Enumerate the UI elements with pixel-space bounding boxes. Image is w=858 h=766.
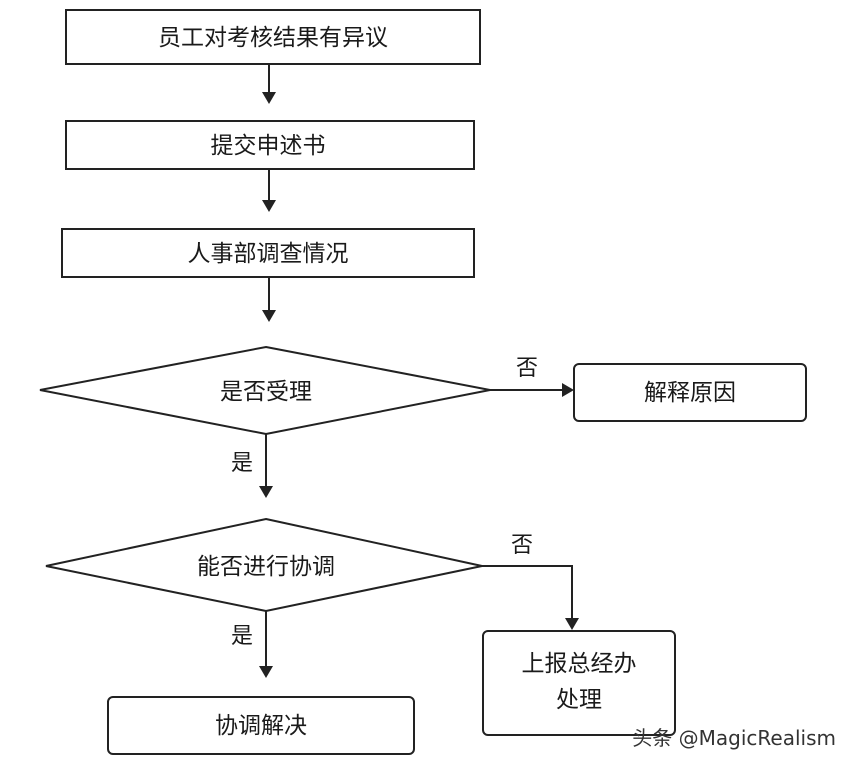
arrowhead	[259, 486, 273, 498]
report-label-line2: 处理	[556, 687, 602, 713]
explain-label: 解释原因	[644, 380, 736, 406]
report-box	[482, 630, 676, 736]
investigate-box	[61, 228, 475, 278]
report-label-line1: 上报总经办	[522, 651, 637, 677]
arrowhead	[562, 383, 574, 397]
arrowhead	[262, 200, 276, 212]
submit-label: 提交申述书	[211, 133, 326, 159]
submit-box	[65, 120, 475, 170]
arrowhead	[259, 666, 273, 678]
arrowhead	[262, 92, 276, 104]
explain-box	[573, 363, 807, 422]
coordinate-yes-label: 是	[231, 624, 253, 649]
arrow-coordinate-no	[482, 565, 573, 620]
watermark-text: 头条 @MagicRealism	[632, 726, 836, 750]
accept-no-label: 否	[516, 356, 538, 381]
accept-yes-label: 是	[231, 451, 253, 476]
resolve-box	[107, 696, 415, 755]
coordinate-no-label: 否	[511, 533, 533, 558]
arrowhead	[565, 618, 579, 630]
investigate-label: 人事部调查情况	[188, 241, 349, 267]
resolve-label: 协调解决	[215, 713, 307, 739]
arrowhead	[262, 310, 276, 322]
accept-decision-label: 是否受理	[220, 379, 312, 405]
coordinate-decision-label: 能否进行协调	[197, 554, 335, 580]
objection-label: 员工对考核结果有异议	[158, 25, 388, 51]
objection-box	[65, 9, 481, 65]
